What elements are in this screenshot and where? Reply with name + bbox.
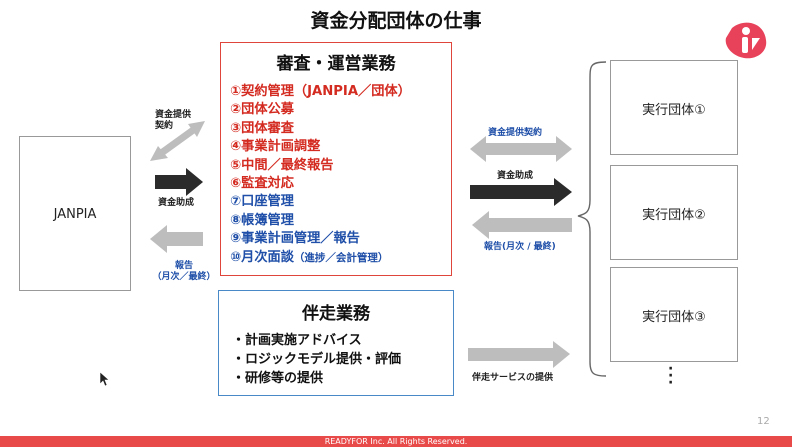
list-item-subtext: （進捗／会計管理） (293, 251, 389, 264)
contract-double-arrow-right (470, 136, 572, 162)
list-item: ⑧帳簿管理 (230, 212, 411, 230)
left-report-label-line1: 報告 (174, 261, 193, 271)
right-contract-label: 資金提供契約 (488, 128, 543, 138)
slide-title: 資金分配団体の仕事 (310, 10, 482, 32)
list-item: ⑦口座管理 (230, 193, 411, 211)
review-operations-list: ①契約管理（JANPIA／団体） ②団体公募 ③団体審査 ④事業計画調整 ⑤中間… (230, 83, 411, 267)
funding-arrow-left (155, 168, 203, 196)
exec-group-label: 実行団体① (642, 103, 706, 118)
left-contract-label-line1: 資金提供 (155, 110, 192, 120)
list-item-text: ⑤中間／最終報告 (230, 157, 334, 173)
list-item-text: ②団体公募 (230, 102, 294, 118)
grouping-brace (577, 61, 607, 377)
list-item: ⑤中間／最終報告 (230, 157, 411, 175)
contract-double-arrow-left (150, 121, 205, 161)
list-item: ・計画実施アドバイス (232, 333, 362, 348)
list-item: ②団体公募 (230, 101, 411, 119)
janpia-label: JANPIA (53, 207, 97, 222)
list-item: ・ロジックモデル提供・評価 (232, 352, 402, 367)
left-report-label: 報告 （月次／最終） (152, 261, 216, 283)
list-item: ⑨事業計画管理／報告 (230, 230, 411, 248)
list-item-text: ④事業計画調整 (230, 139, 321, 155)
list-item-text: ⑧帳簿管理 (230, 212, 294, 228)
funding-arrow-right (470, 178, 572, 206)
review-operations-box: 審査・運営業務 ①契約管理（JANPIA／団体） ②団体公募 ③団体審査 ④事業… (220, 42, 452, 276)
exec-group-box: 実行団体① (610, 60, 738, 155)
footer-text: READYFOR Inc. All Rights Reserved. (324, 437, 468, 446)
review-operations-title: 審査・運営業務 (276, 54, 396, 74)
list-item: ④事業計画調整 (230, 138, 411, 156)
left-contract-label-line2: 契約 (155, 121, 174, 131)
right-funding-label: 資金助成 (497, 171, 534, 181)
list-item-text: ③団体審査 (230, 120, 294, 136)
exec-group-box: 実行団体③ (610, 267, 738, 362)
right-report-label: 報告(月次 / 最終) (484, 242, 556, 252)
list-item: ・研修等の提供 (232, 371, 324, 386)
support-services-list: ・計画実施アドバイス ・ロジックモデル提供・評価 ・研修等の提供 (232, 331, 401, 388)
left-funding-label: 資金助成 (158, 198, 195, 208)
readyfor-logo-icon (725, 22, 767, 59)
left-report-label-line2: （月次／最終） (152, 272, 216, 282)
support-services-box: 伴走業務 ・計画実施アドバイス ・ロジックモデル提供・評価 ・研修等の提供 (218, 290, 454, 396)
list-item: ⑥監査対応 (230, 175, 411, 193)
right-support-label: 伴走サービスの提供 (472, 373, 554, 383)
list-item-text: ⑥監査対応 (230, 176, 294, 192)
page-number: 12 (757, 416, 770, 427)
left-contract-label: 資金提供 契約 (155, 110, 191, 132)
report-arrow-left (150, 225, 203, 253)
exec-group-box: 実行団体② (610, 165, 738, 260)
janpia-box: JANPIA (19, 136, 131, 291)
mouse-cursor-icon (100, 372, 110, 386)
footer-bar: READYFOR Inc. All Rights Reserved. (0, 436, 792, 447)
list-item: ①契約管理（JANPIA／団体） (230, 83, 411, 101)
list-item-text: ⑦口座管理 (230, 194, 294, 210)
list-item-text: ①契約管理（JANPIA／団体） (230, 84, 411, 99)
more-dots-icon: ··· (668, 361, 674, 391)
list-item: ⑩月次面談（進捗／会計管理） (230, 249, 411, 267)
list-item: ③団体審査 (230, 120, 411, 138)
list-item-text: ⑩月次面談 (230, 249, 294, 265)
exec-group-label: 実行団体② (642, 208, 706, 223)
exec-group-label: 実行団体③ (642, 310, 706, 325)
support-arrow-right (468, 341, 570, 368)
list-item-text: ⑨事業計画管理／報告 (230, 231, 360, 247)
report-arrow-right (472, 211, 572, 239)
support-services-title: 伴走業務 (302, 304, 370, 324)
